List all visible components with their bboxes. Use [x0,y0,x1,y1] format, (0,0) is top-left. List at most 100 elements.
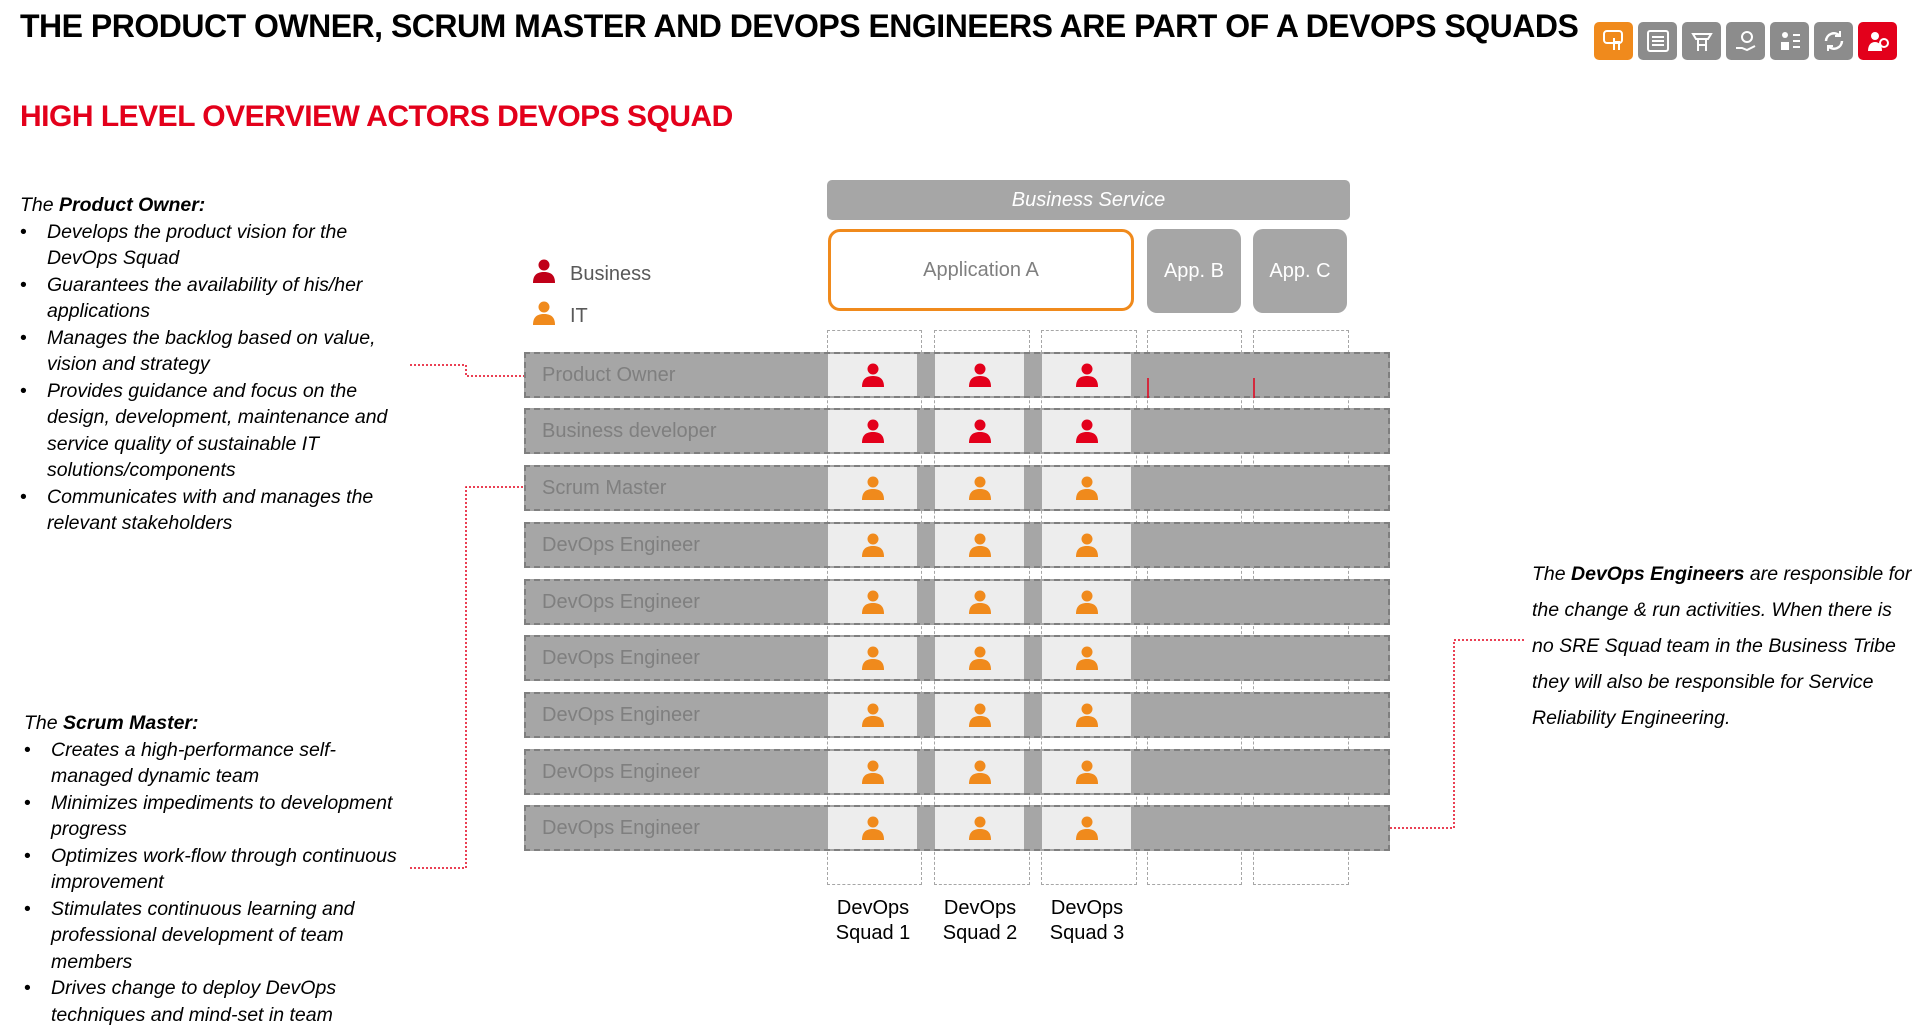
squad-1-cell [828,807,917,849]
person-gear-icon[interactable] [1858,22,1897,60]
row-label: DevOps Engineer [542,534,700,556]
scrum-master-role: Scrum Master: [63,712,199,734]
squad-2-cell [935,694,1024,736]
squad-3-cell [1042,637,1131,679]
it-person-icon [861,816,884,840]
squad-3-cell [1042,694,1131,736]
business-service-bar: Business Service [827,180,1350,220]
business-person-icon [861,363,884,387]
it-person-icon [532,300,560,332]
toolbar-icons [1594,22,1897,60]
list-item: Develops the product vision for the DevO… [20,219,410,272]
squad-2-label-line1: DevOps [943,897,1017,919]
devops-engineers-connector [1390,639,1524,829]
it-person-icon [1075,533,1098,557]
squad-1-cell [828,637,917,679]
squad-3-cell [1042,354,1131,396]
cycle-icon[interactable] [1814,22,1853,60]
legend-business: Business [532,258,651,290]
business-person-icon [1075,363,1098,387]
devops-engineers-text: are responsible for the change & run act… [1532,563,1912,729]
squad-2-cell [935,637,1024,679]
legend-it: IT [532,300,588,332]
list-item: Manages the backlog based on value, visi… [20,325,410,378]
it-person-icon [861,533,884,557]
it-person-icon [861,476,884,500]
squad-1-cell [828,410,917,452]
scrum-master-connector [410,486,524,869]
it-person-icon [861,760,884,784]
it-person-icon [1075,760,1098,784]
checklist-person-icon[interactable] [1770,22,1809,60]
gear-hand-icon[interactable] [1726,22,1765,60]
squad-3-cell [1042,807,1131,849]
squad-3-label-line2: Squad 3 [1049,922,1125,944]
product-owner-connector [410,364,524,377]
squad-3-cell [1042,751,1131,793]
squad-1-cell [828,751,917,793]
business-person-icon [1075,419,1098,443]
it-person-icon [968,533,991,557]
scrum-master-lead: The [24,712,64,734]
it-person-icon [1075,476,1098,500]
it-person-icon [1075,590,1098,614]
page-subtitle: HIGH LEVEL OVERVIEW ACTORS DEVOPS SQUAD [20,100,733,133]
business-person-icon [532,258,560,290]
row-label: Product Owner [542,364,676,386]
it-person-icon [968,816,991,840]
row-label: Business developer [542,420,717,442]
squad-2-cell [935,410,1024,452]
list-icon[interactable] [1638,22,1677,60]
it-person-icon [968,760,991,784]
legend-business-label: Business [570,262,652,285]
squad-3-cell [1042,467,1131,509]
squad-1-cell [828,467,917,509]
product-owner-role: Product Owner: [59,194,206,216]
squad-3-cell [1042,524,1131,566]
page-title: THE PRODUCT OWNER, SCRUM MASTER AND DEVO… [20,8,1579,44]
list-item: Drives change to deploy DevOps technique… [24,975,404,1028]
it-person-icon [968,646,991,670]
it-person-icon [861,646,884,670]
squad-1-cell [828,581,917,623]
squad-2-cell [935,581,1024,623]
squad-2-cell [935,751,1024,793]
squad-3-label-line1: DevOps [1050,897,1124,919]
app-b-box: App. B [1147,229,1241,313]
list-item: Optimizes work-flow through continuous i… [24,843,404,896]
product-owner-lead: The [20,194,60,216]
squad-1-cell [828,524,917,566]
squad-2-cell [935,524,1024,566]
squad-1-label-line2: Squad 1 [835,922,911,944]
row-label: DevOps Engineer [542,591,700,613]
scrum-master-bullets: Creates a high-performance self-managed … [24,737,404,1029]
it-person-icon [861,703,884,727]
product-owner-heading: The Product Owner: [20,192,410,219]
app-c-box: App. C [1253,229,1347,313]
it-person-icon [861,590,884,614]
squad-2-label-line2: Squad 2 [942,922,1018,944]
touch-icon[interactable] [1594,22,1633,60]
business-person-icon [968,419,991,443]
product-owner-bullets: Develops the product vision for the DevO… [20,219,410,537]
business-person-icon [861,419,884,443]
tower-icon[interactable] [1682,22,1721,60]
squad-2-cell [935,807,1024,849]
it-person-icon [968,703,991,727]
list-item: Stimulates continuous learning and profe… [24,896,404,976]
scrum-master-description: The Scrum Master: Creates a high-perform… [24,710,404,1028]
product-owner-description: The Product Owner: Develops the product … [20,192,410,537]
row-label: DevOps Engineer [542,817,700,839]
it-person-icon [1075,816,1098,840]
squad-1-label-line1: DevOps [836,897,910,919]
squad-3-cell [1042,581,1131,623]
row-label: DevOps Engineer [542,647,700,669]
scrum-master-heading: The Scrum Master: [24,710,404,737]
row-label: DevOps Engineer [542,761,700,783]
list-item: Communicates with and manages the releva… [20,484,410,537]
list-item: Creates a high-performance self-managed … [24,737,404,790]
business-person-icon [968,363,991,387]
